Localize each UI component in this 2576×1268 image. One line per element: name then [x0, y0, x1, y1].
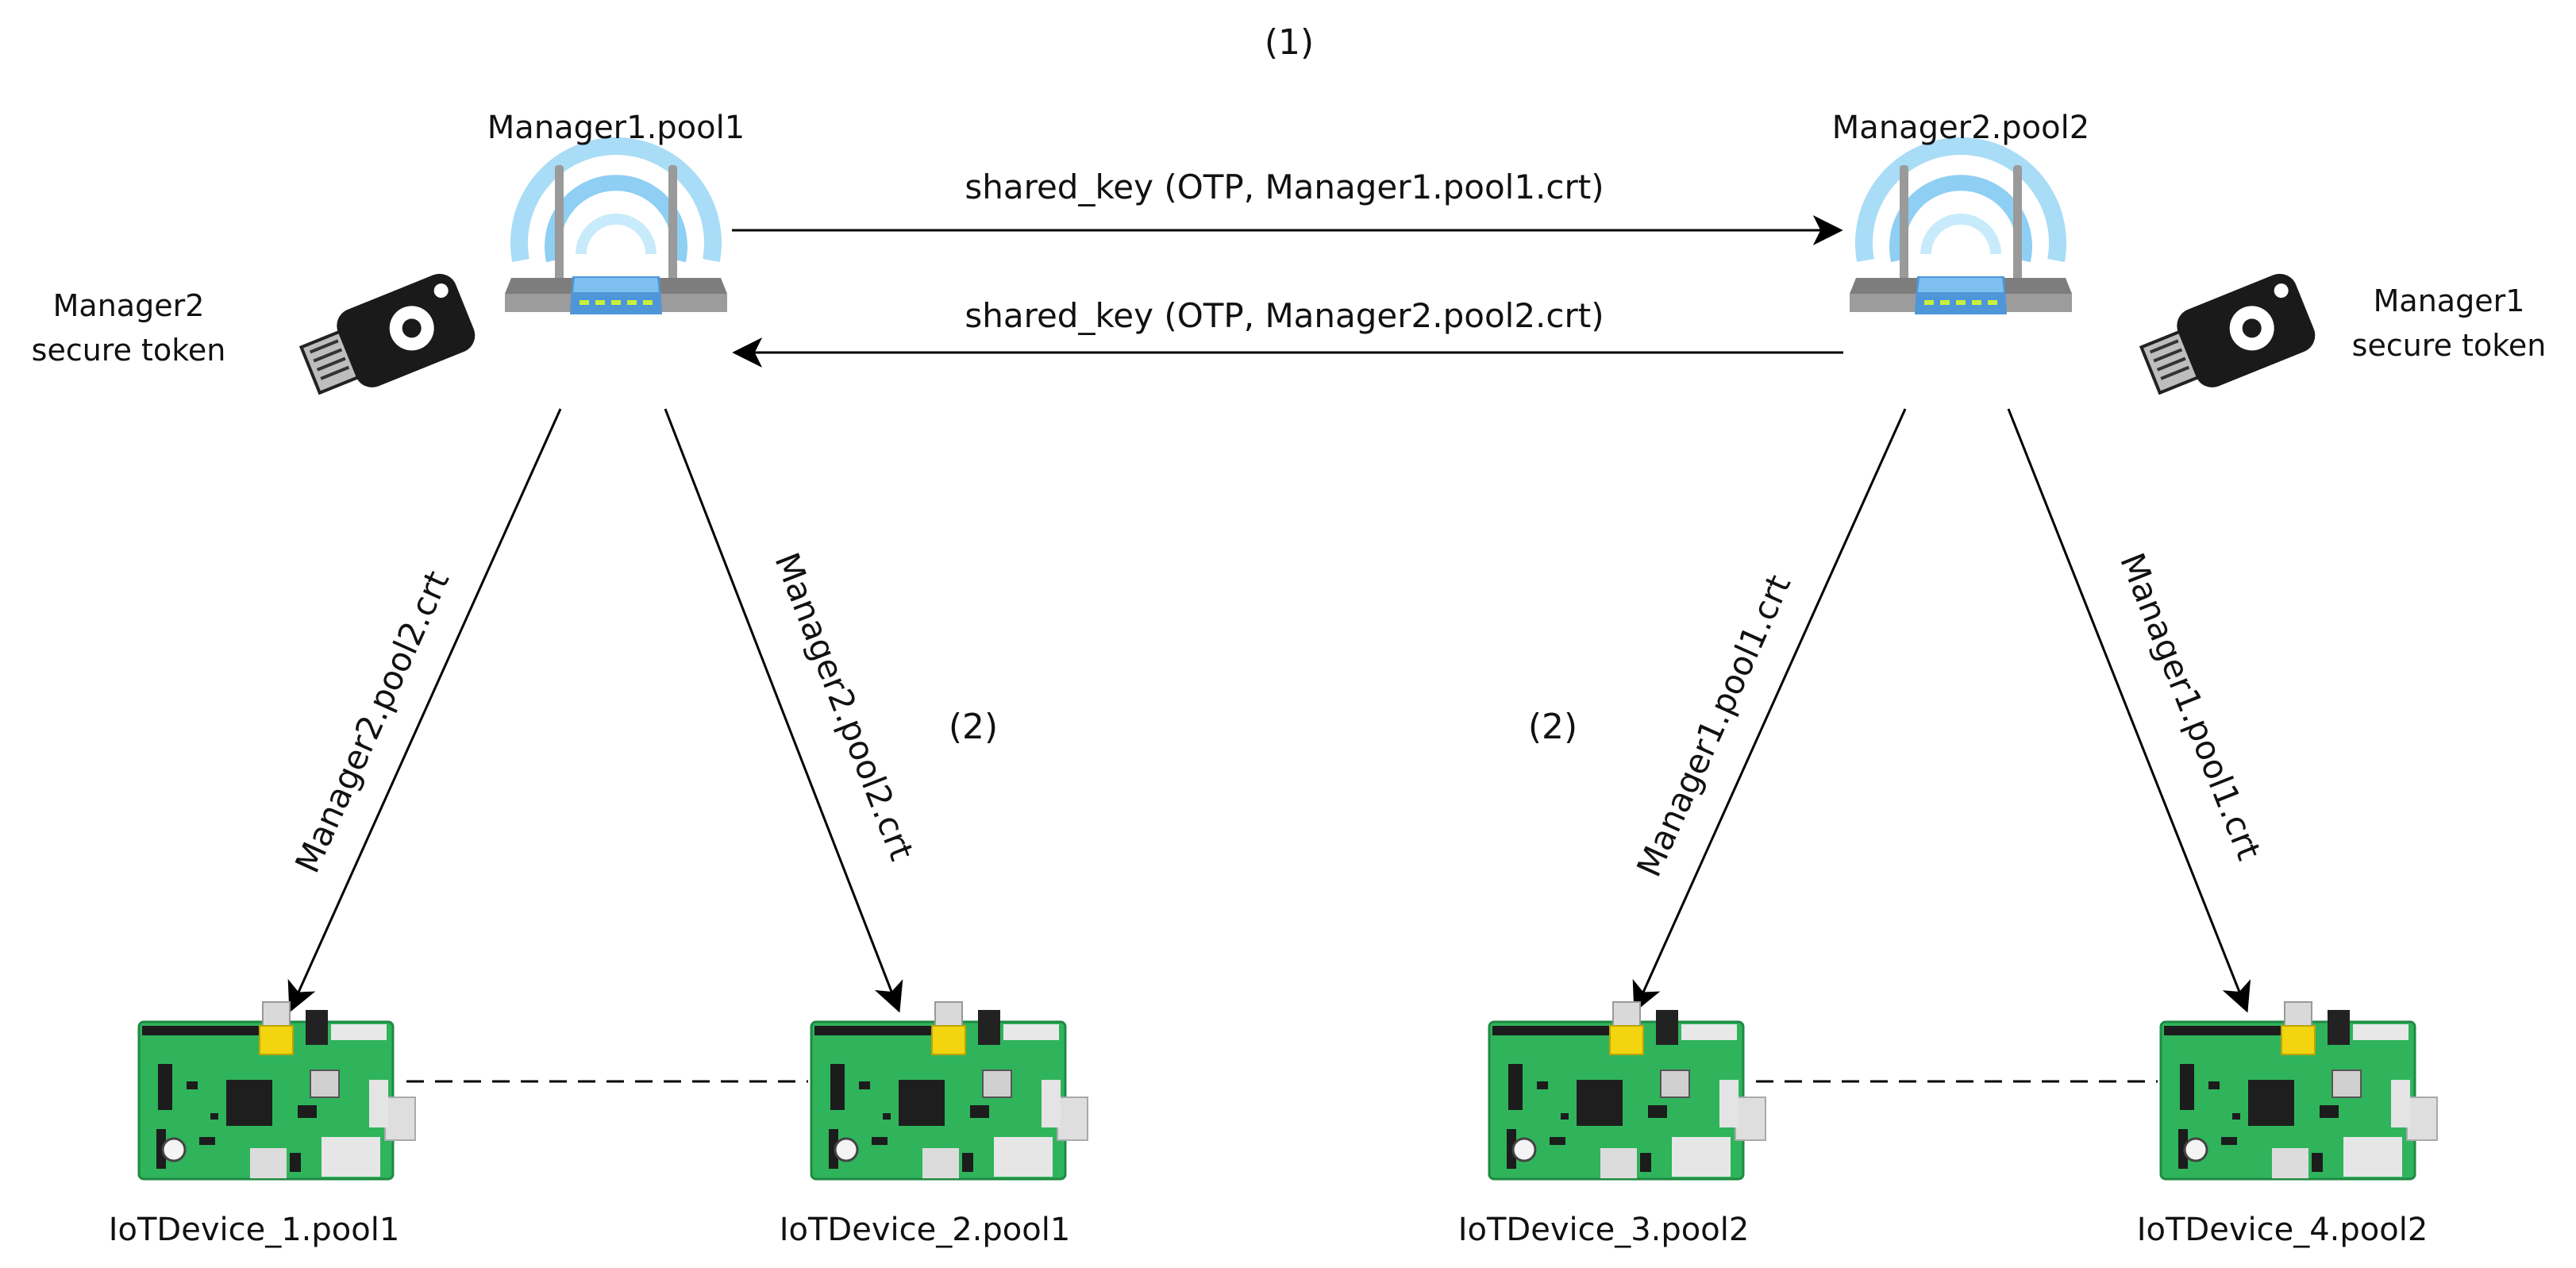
manager1-secure-token: Manager1 secure token — [2133, 267, 2547, 410]
device-1-label: IoTDevice_1.pool1 — [109, 1212, 400, 1248]
manager2-secure-token: Manager2 secure token — [32, 267, 482, 410]
token-right-line1: Manager1 — [2374, 283, 2525, 318]
edge-manager2-device3: Manager1.pool1.crt — [1629, 408, 1907, 1013]
edge-label-m1-dev1: Manager2.pool2.crt — [287, 565, 456, 879]
edge-manager1-device2: Manager2.pool2.crt — [664, 408, 922, 1013]
manager1-node[interactable]: Manager1.pool1 — [487, 110, 745, 314]
device-4-label: IoTDevice_4.pool2 — [2137, 1212, 2428, 1248]
raspberry-pi-board-icon — [810, 1000, 1089, 1181]
token-left-line2: secure token — [32, 333, 226, 368]
edge-label-m1-dev2: Manager2.pool2.crt — [767, 547, 921, 865]
step-label-2-right: (2) — [1528, 707, 1577, 747]
device-1[interactable]: IoTDevice_1.pool1 — [109, 1000, 417, 1248]
wifi-router-icon — [505, 146, 727, 314]
usb-security-key-icon — [293, 267, 482, 410]
raspberry-pi-board-icon — [2159, 1000, 2439, 1181]
step-label-2-left: (2) — [949, 707, 998, 747]
token-right-line2: secure token — [2352, 328, 2547, 363]
step-label-1: (1) — [1265, 22, 1314, 63]
raspberry-pi-board-icon — [137, 1000, 417, 1181]
edge-manager1-device1: Manager2.pool2.crt — [287, 408, 562, 1013]
manager2-node[interactable]: Manager2.pool2 — [1832, 110, 2089, 314]
exchange-arrow-to-manager2: shared_key (OTP, Manager1.pool1.crt) — [732, 168, 1843, 245]
exchange-label-to-manager1: shared_key (OTP, Manager2.pool2.crt) — [965, 296, 1604, 335]
exchange-arrow-to-manager1: shared_key (OTP, Manager2.pool2.crt) — [732, 296, 1843, 368]
manager2-label: Manager2.pool2 — [1832, 110, 2089, 146]
device-2[interactable]: IoTDevice_2.pool1 — [780, 1000, 1089, 1248]
token-left-line1: Manager2 — [53, 288, 205, 323]
edge-label-m2-dev4: Manager1.pool1.crt — [2112, 548, 2269, 865]
manager1-label: Manager1.pool1 — [487, 110, 745, 146]
device-2-label: IoTDevice_2.pool1 — [780, 1212, 1071, 1248]
exchange-label-to-manager2: shared_key (OTP, Manager1.pool1.crt) — [965, 168, 1604, 206]
edge-manager2-device4: Manager1.pool1.crt — [2007, 408, 2269, 1013]
device-3-label: IoTDevice_3.pool2 — [1458, 1212, 1750, 1248]
wifi-router-icon — [1850, 146, 2072, 314]
device-3[interactable]: IoTDevice_3.pool2 — [1458, 1000, 1767, 1248]
raspberry-pi-board-icon — [1488, 1000, 1767, 1181]
usb-security-key-icon — [2133, 267, 2322, 410]
device-4[interactable]: IoTDevice_4.pool2 — [2137, 1000, 2439, 1248]
